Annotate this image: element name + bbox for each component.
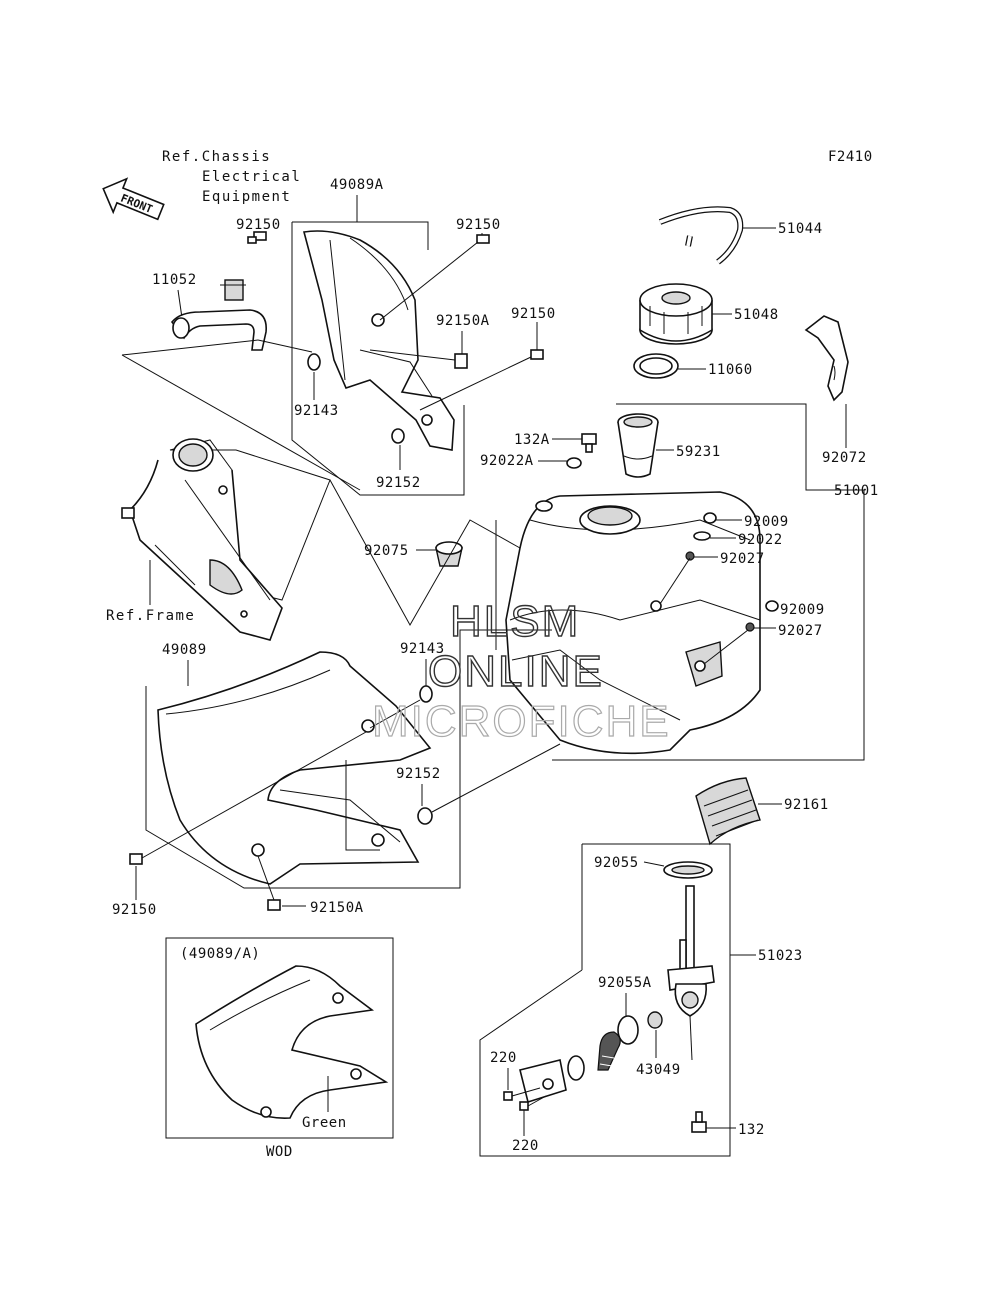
plate-43049 bbox=[647, 1011, 663, 1029]
ref-frame: Ref.Frame bbox=[106, 608, 195, 624]
label-92150-top-left: 92150 bbox=[236, 217, 281, 233]
label-92150A-upper: 92150A bbox=[436, 313, 490, 329]
label-92152-upper: 92152 bbox=[376, 475, 421, 491]
inset-color-note: Green bbox=[302, 1115, 347, 1131]
label-92150-lower: 92150 bbox=[112, 902, 157, 918]
label-92161: 92161 bbox=[784, 797, 829, 813]
washer-92152-upper bbox=[391, 428, 405, 444]
washer-92022A bbox=[566, 457, 582, 469]
breather-hose-51044 bbox=[658, 206, 744, 265]
label-51023: 51023 bbox=[758, 948, 803, 964]
bolt-92150A-upper bbox=[369, 331, 468, 369]
label-92150-upper-right: 92150 bbox=[456, 217, 501, 233]
bolt-92150-mid bbox=[419, 349, 544, 411]
gasket-11060 bbox=[633, 353, 679, 379]
label-51048: 51048 bbox=[734, 307, 779, 323]
label-11052: 11052 bbox=[152, 272, 197, 288]
label-132A: 132A bbox=[514, 432, 550, 448]
shroud-variant-49089A bbox=[195, 965, 389, 1119]
label-92150-mid: 92150 bbox=[511, 306, 556, 322]
bolt-92150-upper bbox=[379, 234, 490, 321]
ref-chassis-line3: Equipment bbox=[202, 189, 291, 205]
label-92072: 92072 bbox=[822, 450, 867, 466]
pipe-bracket-11052 bbox=[170, 309, 267, 351]
watermark-line1: HLSM bbox=[450, 597, 580, 646]
nut-92027-upper bbox=[659, 551, 695, 605]
o-ring-92055A bbox=[617, 1015, 639, 1045]
bolt-92009-lower bbox=[765, 600, 779, 612]
ref-chassis-line2: Electrical bbox=[202, 169, 301, 185]
inset-title: (49089/A) bbox=[180, 946, 260, 962]
filler-neck-59231 bbox=[617, 413, 659, 478]
label-92009-lower: 92009 bbox=[780, 602, 825, 618]
cover-plate bbox=[519, 1059, 567, 1104]
label-51044: 51044 bbox=[778, 221, 823, 237]
label-92055: 92055 bbox=[594, 855, 639, 871]
label-49089A: 49089A bbox=[330, 177, 384, 193]
label-92055A: 92055A bbox=[598, 975, 652, 991]
bolt-92009-upper bbox=[703, 512, 717, 524]
label-132: 132 bbox=[738, 1122, 765, 1138]
bolt-92150-top-left bbox=[247, 231, 267, 244]
bolt-92150A-lower bbox=[257, 855, 281, 911]
screw-220-upper bbox=[503, 1087, 541, 1101]
bolt-132A bbox=[581, 433, 597, 453]
frame-reference bbox=[121, 438, 331, 641]
ref-chassis-line1: Ref.Chassis bbox=[162, 149, 271, 165]
label-92143-lower: 92143 bbox=[400, 641, 445, 657]
side-shroud-49089 bbox=[157, 651, 432, 885]
tank-band-92072 bbox=[804, 315, 849, 402]
watermark-line3: MICROFICHE bbox=[372, 697, 671, 746]
lever-assembly bbox=[597, 1031, 621, 1071]
shroud-bracket-49089A bbox=[302, 230, 455, 451]
label-92022A: 92022A bbox=[480, 453, 534, 469]
figure-code: F2410 bbox=[828, 149, 873, 165]
fuel-cap-51048 bbox=[639, 283, 713, 345]
washer-92152-lower bbox=[417, 743, 561, 825]
label-59231: 59231 bbox=[676, 444, 721, 460]
label-49089: 49089 bbox=[162, 642, 207, 658]
fuel-cock-51023 bbox=[667, 885, 715, 1061]
inset-model: WOD bbox=[266, 1144, 293, 1160]
label-92152-lower: 92152 bbox=[396, 766, 441, 782]
strainer-gasket-92055 bbox=[663, 861, 713, 879]
washer-92022 bbox=[693, 531, 711, 541]
label-92009-upper: 92009 bbox=[744, 514, 789, 530]
label-92027-upper: 92027 bbox=[720, 551, 765, 567]
label-92150A-lower: 92150A bbox=[310, 900, 364, 916]
bolt-132 bbox=[691, 1111, 707, 1133]
bolt-92150-lower bbox=[129, 731, 367, 865]
damper-92075 bbox=[435, 541, 463, 567]
label-92022: 92022 bbox=[738, 532, 783, 548]
pad-92161 bbox=[695, 777, 761, 846]
label-220-upper: 220 bbox=[490, 1050, 517, 1066]
front-arrow-icon: FRONT bbox=[102, 177, 165, 221]
label-92027-lower: 92027 bbox=[778, 623, 823, 639]
o-ring-small bbox=[567, 1055, 585, 1081]
label-92143-upper: 92143 bbox=[294, 403, 339, 419]
label-11060: 11060 bbox=[708, 362, 753, 378]
nut-92027-lower bbox=[703, 622, 755, 665]
clamp-bracket bbox=[220, 279, 246, 301]
label-92075: 92075 bbox=[364, 543, 409, 559]
label-51001: 51001 bbox=[834, 483, 879, 499]
label-43049: 43049 bbox=[636, 1062, 681, 1078]
label-220-lower: 220 bbox=[512, 1138, 539, 1154]
washer-92143-upper bbox=[307, 353, 321, 371]
inset-box bbox=[165, 937, 394, 1139]
watermark-line2: ONLINE bbox=[428, 647, 604, 696]
